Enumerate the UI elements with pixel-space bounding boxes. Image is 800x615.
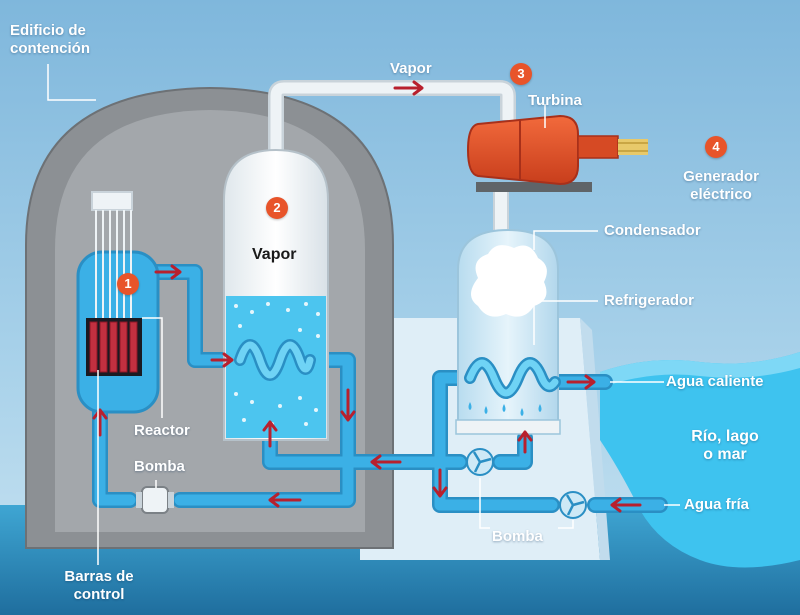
pump-primary	[136, 486, 174, 514]
flow-arrows	[92, 80, 642, 513]
river-label: Río, lago o mar	[691, 428, 759, 463]
hot-water-label: Agua caliente	[666, 373, 764, 390]
turbine	[466, 114, 579, 186]
step-badge-3: 3	[510, 63, 532, 85]
containment-building-label: Edificio de contención	[10, 22, 91, 57]
turbine-base	[476, 182, 592, 192]
step-badge-4: 4	[705, 136, 727, 158]
pump-primary-label: Bomba	[134, 458, 185, 475]
generator-label: Generador eléctrico	[683, 168, 759, 203]
step-badge-1: 1	[117, 273, 139, 295]
fuel-rods	[89, 321, 138, 373]
control-rod-drive	[91, 191, 133, 211]
control-rods	[95, 210, 132, 330]
control-rods-label: Barras de control	[64, 568, 134, 603]
river-water	[600, 352, 800, 568]
condenser-label: Condensador	[604, 222, 701, 239]
vapor-pipe-label: Vapor	[390, 60, 432, 77]
turbine-label: Turbina	[528, 92, 582, 109]
condenser-steam-cloud	[471, 245, 547, 317]
steam-generator-vapor-label: Vapor	[252, 246, 297, 263]
steam-pipe	[270, 82, 514, 160]
refrigerator-label: Refrigerador	[604, 292, 695, 309]
leader-lines	[47, 64, 680, 565]
pump-cooling	[559, 491, 587, 519]
cold-water-label: Agua fría	[684, 496, 750, 513]
pump-secondary	[466, 448, 494, 476]
reactor-label: Reactor	[134, 422, 190, 439]
pump-bottom-label: Bomba	[492, 528, 543, 545]
step-badge-2: 2	[266, 197, 288, 219]
